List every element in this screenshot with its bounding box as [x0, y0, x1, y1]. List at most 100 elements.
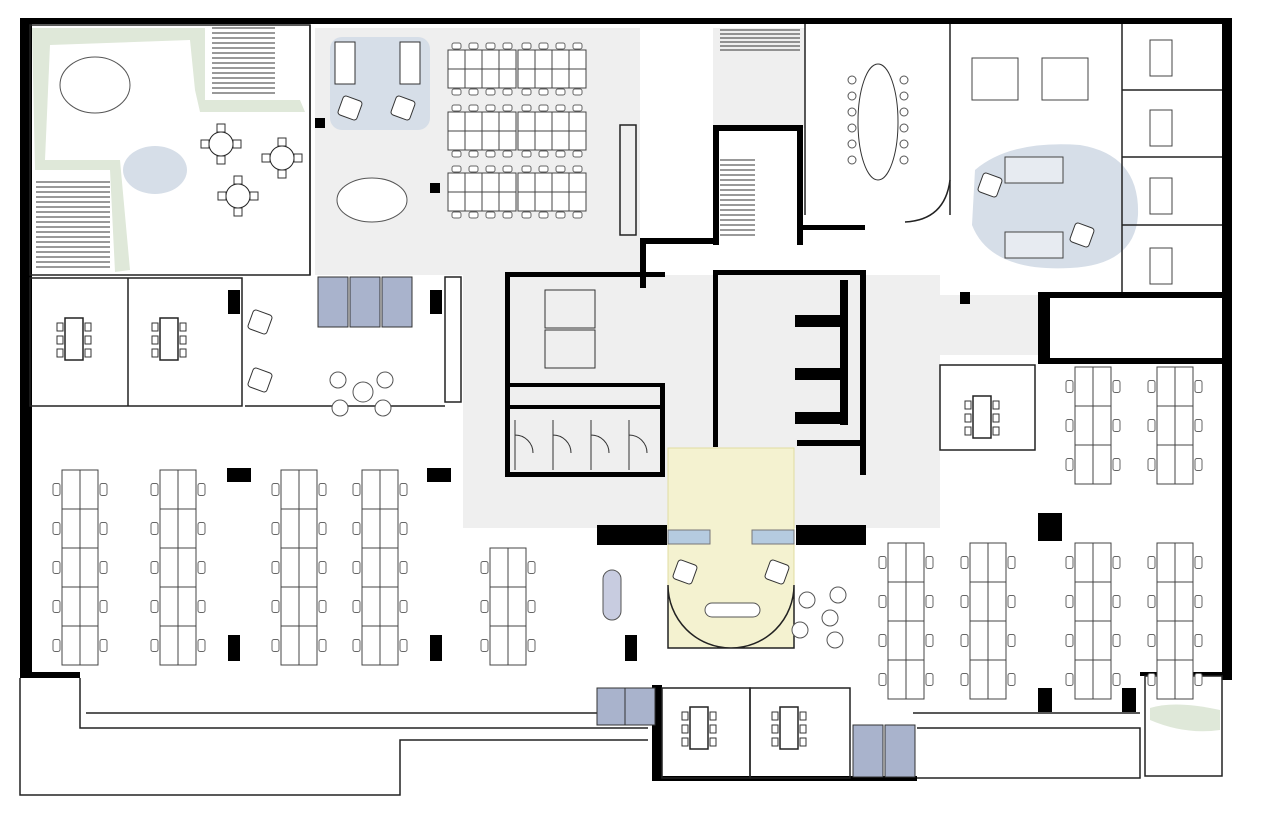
chair — [1065, 595, 1074, 608]
chair — [1112, 458, 1121, 471]
desk — [1074, 659, 1094, 700]
partitions — [19, 24, 1223, 796]
desk — [1174, 444, 1194, 485]
wall — [960, 292, 970, 304]
chair — [960, 673, 969, 686]
toilet-stall — [514, 420, 534, 470]
chair — [271, 561, 280, 574]
desk — [1156, 366, 1176, 407]
meeting-table — [972, 395, 992, 439]
chair — [555, 150, 566, 158]
chair — [1112, 595, 1121, 608]
wall — [1038, 292, 1222, 298]
round-table — [225, 183, 251, 209]
desk — [159, 586, 179, 627]
chair — [352, 561, 361, 574]
wall — [795, 315, 845, 327]
desk — [1074, 542, 1094, 583]
chair — [992, 426, 1000, 436]
desk — [481, 172, 500, 193]
wall — [796, 525, 866, 545]
grid-floor — [667, 447, 795, 649]
chair — [527, 561, 536, 574]
chair — [538, 88, 549, 96]
desk — [280, 547, 300, 588]
chair — [271, 600, 280, 613]
desk — [969, 620, 989, 661]
desk — [969, 542, 989, 583]
chair — [399, 639, 408, 652]
desk — [568, 49, 587, 70]
desk — [905, 659, 925, 700]
phone-booth — [596, 687, 628, 726]
booths — [317, 276, 916, 778]
desk — [1174, 581, 1194, 622]
chair — [1194, 458, 1203, 471]
chair — [197, 600, 206, 613]
desk — [887, 581, 907, 622]
desk — [61, 625, 81, 666]
wall — [795, 412, 845, 424]
wall — [660, 385, 665, 477]
chair — [84, 348, 92, 358]
phone-booth — [624, 687, 656, 726]
desk — [447, 68, 466, 89]
chair — [521, 42, 532, 50]
desk — [61, 586, 81, 627]
chair — [964, 400, 972, 410]
chair — [232, 139, 242, 149]
chair — [572, 165, 583, 173]
desk — [498, 172, 517, 193]
desk — [1149, 109, 1173, 147]
chair — [925, 595, 934, 608]
armchair — [672, 559, 698, 585]
desk — [551, 49, 570, 70]
chair — [899, 107, 909, 117]
desk — [1074, 620, 1094, 661]
chair — [52, 639, 61, 652]
desk — [1092, 444, 1112, 485]
lounge-stool — [829, 586, 847, 604]
lounge-stool — [826, 631, 844, 649]
conference-table — [857, 63, 899, 181]
chair — [1147, 634, 1156, 647]
chair — [572, 150, 583, 158]
desk — [1174, 620, 1194, 661]
chair — [1065, 634, 1074, 647]
lounge-stool — [821, 609, 839, 627]
desk — [551, 68, 570, 89]
meeting-tables — [56, 41, 1095, 750]
desk — [568, 130, 587, 151]
desk — [447, 111, 466, 132]
desk — [361, 586, 381, 627]
chair — [1194, 419, 1203, 432]
chair — [217, 191, 227, 201]
chair — [1007, 634, 1016, 647]
chair — [151, 322, 159, 332]
desk — [507, 586, 527, 627]
round-table — [269, 145, 295, 171]
wall — [713, 125, 803, 131]
desk — [517, 191, 536, 212]
chair — [261, 153, 271, 163]
lounge-stool — [374, 399, 392, 417]
desk — [464, 111, 483, 132]
desk — [481, 191, 500, 212]
armchair — [977, 172, 1003, 198]
chair — [468, 211, 479, 219]
desk — [517, 111, 536, 132]
chair — [538, 150, 549, 158]
wall — [505, 472, 665, 477]
desk — [1074, 444, 1094, 485]
desk — [280, 469, 300, 510]
desk — [280, 625, 300, 666]
chair — [480, 639, 489, 652]
desk — [498, 111, 517, 132]
chair — [84, 322, 92, 332]
desk — [887, 620, 907, 661]
chair — [878, 673, 887, 686]
desk — [481, 130, 500, 151]
desk — [379, 625, 399, 666]
chair — [52, 561, 61, 574]
